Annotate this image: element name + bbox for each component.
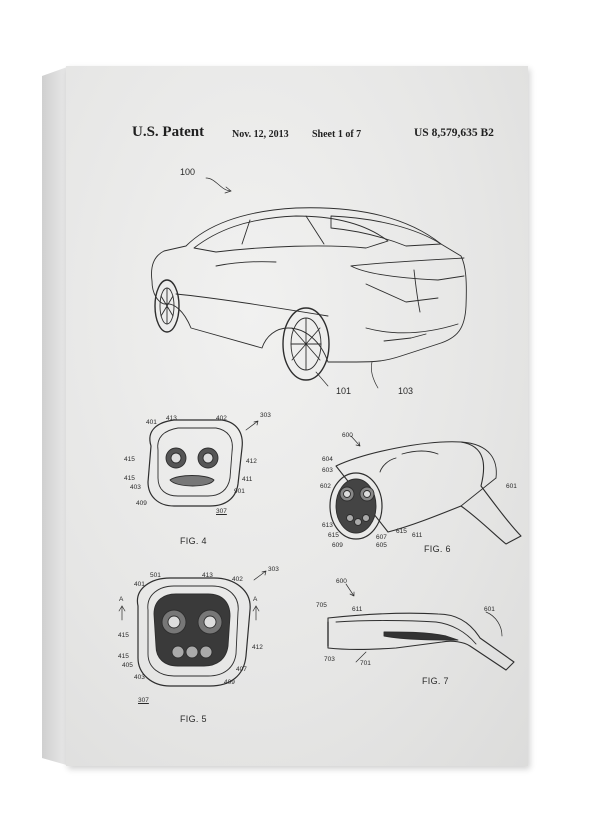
fig5-ref-402: 402 [232, 576, 243, 583]
patent-drawing [118, 177, 522, 687]
fig6-ref-611: 611 [412, 532, 423, 539]
fig5-ref-407: 407 [236, 666, 247, 673]
fig5-label: FIG. 5 [180, 714, 207, 724]
fig5-ref-403: 403 [134, 674, 145, 681]
patent-date: Nov. 12, 2013 [232, 129, 289, 140]
ref-103: 103 [398, 386, 414, 396]
fig6-ref-615b: 615 [396, 528, 407, 535]
fig4-ref-415b: 415 [124, 475, 135, 482]
car-drawing [151, 177, 467, 389]
fig5-ref-501: 501 [150, 572, 161, 579]
fig6-ref-604: 604 [322, 456, 333, 463]
fig4-drawing [147, 419, 259, 507]
fig5-ref-401: 401 [134, 581, 145, 588]
fig4-ref-413: 413 [166, 415, 177, 422]
fig6-drawing [329, 435, 522, 545]
fig4-ref-901: 901 [234, 488, 245, 495]
fig7-label: FIG. 7 [422, 676, 449, 686]
fig5-ref-307: 307 [138, 697, 149, 704]
ref-101: 101 [336, 386, 352, 396]
fig4-ref-412: 412 [246, 458, 257, 465]
patent-label: U.S. Patent [132, 124, 205, 140]
fig6-ref-609: 609 [332, 542, 343, 549]
fig6-ref-605: 605 [376, 542, 387, 549]
fig5-ref-405: 405 [122, 662, 133, 669]
fig6-ref-600: 600 [342, 432, 353, 439]
sheet-number: Sheet 1 of 7 [312, 129, 362, 140]
fig6-label: FIG. 6 [424, 544, 451, 554]
fig5-section-a-left: A [119, 596, 124, 603]
fig6-ref-603: 603 [322, 467, 333, 474]
fig5-ref-412: 412 [252, 644, 263, 651]
fig4-ref-409: 409 [136, 500, 147, 507]
fig7-ref-611: 611 [352, 606, 363, 613]
fig4-ref-411: 411 [242, 476, 253, 483]
ref-100: 100 [180, 167, 196, 177]
fig4-label: FIG. 4 [180, 536, 207, 546]
fig6-ref-602: 602 [320, 483, 331, 490]
fig5-ref-409: 409 [224, 679, 235, 686]
fig6-ref-615a: 615 [328, 532, 339, 539]
fig4-ref-402: 402 [216, 415, 227, 422]
fig7-ref-601: 601 [484, 606, 495, 613]
fig7-ref-703: 703 [324, 656, 335, 663]
fig5-ref-415a: 415 [118, 632, 129, 639]
fig6-ref-613: 613 [322, 522, 333, 529]
canvas-side-edge [42, 66, 70, 766]
fig4-ref-403: 403 [130, 484, 141, 491]
fig4-ref-307: 307 [216, 508, 227, 515]
fig7-ref-701: 701 [360, 660, 371, 667]
fig5-ref-415b: 415 [118, 653, 129, 660]
fig4-ref-401: 401 [146, 419, 157, 426]
fig5-section-a-right: A [253, 596, 258, 603]
fig7-drawing [327, 583, 515, 671]
fig4-ref-303: 303 [260, 412, 271, 419]
fig7-ref-705: 705 [316, 602, 327, 609]
fig4-ref-415a: 415 [124, 456, 135, 463]
canvas-print: U.S. Patent Nov. 12, 2013 Sheet 1 of 7 U… [66, 66, 528, 766]
patent-number: US 8,579,635 B2 [414, 127, 494, 139]
fig7-ref-600: 600 [336, 578, 347, 585]
fig5-drawing [118, 570, 267, 687]
fig6-ref-607: 607 [376, 534, 387, 541]
fig5-ref-413: 413 [202, 572, 213, 579]
fig6-ref-601: 601 [506, 483, 517, 490]
fig5-ref-303: 303 [268, 566, 279, 573]
